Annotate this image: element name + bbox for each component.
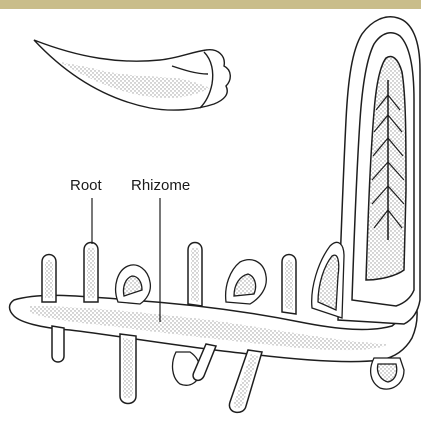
upright-shoot <box>338 17 420 324</box>
root-label: Root <box>70 178 102 193</box>
scale-leaf <box>34 40 230 110</box>
rhizome-label: Rhizome <box>131 178 190 193</box>
